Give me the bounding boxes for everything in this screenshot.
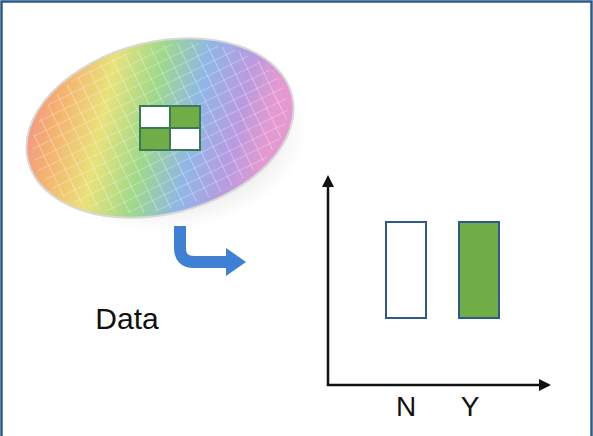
bar-y bbox=[459, 222, 499, 318]
die-grid bbox=[140, 106, 200, 150]
axis-label: Y bbox=[461, 392, 480, 423]
wafer bbox=[7, 12, 325, 256]
data-label: Data bbox=[95, 302, 158, 335]
flow-arrow bbox=[180, 226, 246, 276]
axis-label: N bbox=[396, 392, 416, 423]
bar-n bbox=[386, 222, 426, 318]
chart-axes bbox=[327, 178, 548, 386]
